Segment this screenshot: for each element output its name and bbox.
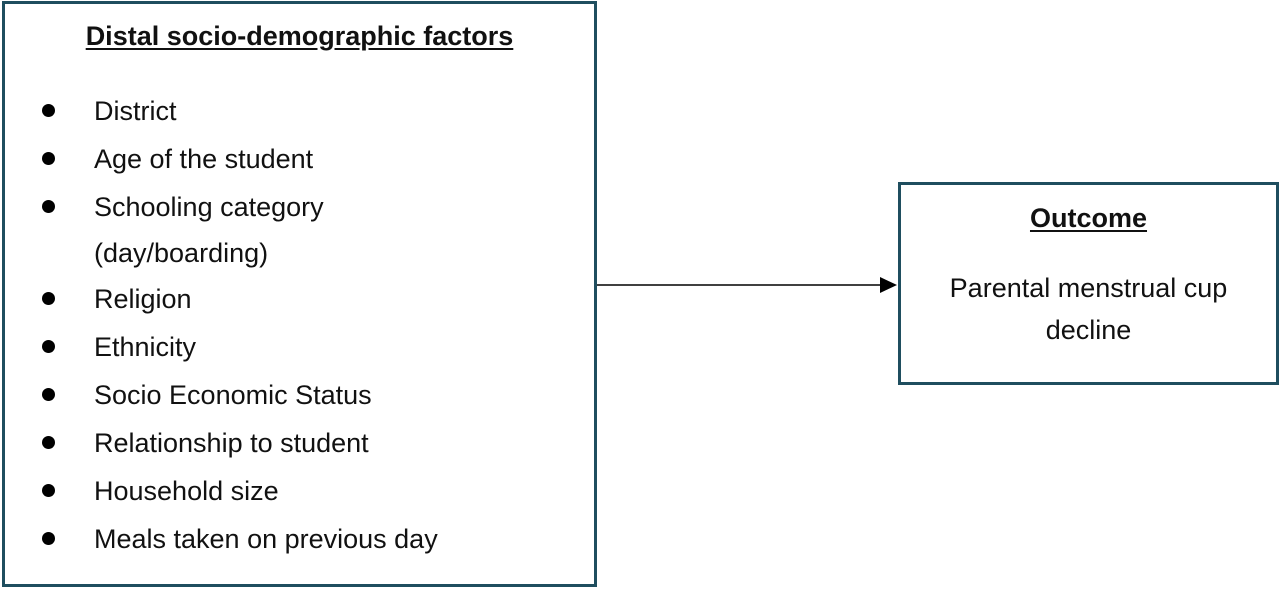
factor-label: Relationship to student: [94, 428, 369, 458]
factor-label: Household size: [94, 476, 279, 506]
factor-item-schooling: Schooling category (day/boarding): [5, 183, 594, 275]
factor-label-continued: (day/boarding): [94, 238, 269, 268]
factor-item-religion: Religion: [5, 275, 594, 323]
factor-item-relationship: Relationship to student: [5, 419, 594, 467]
bullet-icon: [42, 484, 55, 497]
bullet-icon: [42, 532, 55, 545]
outcome-text: Parental menstrual cup decline: [901, 267, 1276, 351]
factor-label: Ethnicity: [94, 332, 197, 362]
bullet-icon: [42, 436, 55, 449]
factor-item-ethnicity: Ethnicity: [5, 323, 594, 371]
factor-item-household: Household size: [5, 467, 594, 515]
bullet-icon: [42, 340, 55, 353]
outcome-text-line1: Parental menstrual cup: [949, 273, 1228, 303]
bullet-icon: [42, 104, 55, 117]
outcome-box: Outcome Parental menstrual cup decline: [898, 182, 1279, 385]
bullet-icon: [42, 152, 55, 165]
factor-label: Schooling category: [94, 192, 324, 222]
distal-factors-box: Distal socio-demographic factors Distric…: [2, 1, 597, 587]
bullet-icon: [42, 200, 55, 213]
factor-item-district: District: [5, 87, 594, 135]
outcome-title: Outcome: [1029, 203, 1148, 233]
factor-label: District: [94, 96, 177, 126]
factor-item-meals: Meals taken on previous day: [5, 515, 594, 563]
factor-label: Meals taken on previous day: [94, 524, 438, 554]
outcome-text-line2: decline: [1045, 315, 1132, 345]
distal-factors-title: Distal socio-demographic factors: [85, 21, 514, 51]
bullet-icon: [42, 292, 55, 305]
factor-label: Age of the student: [94, 144, 314, 174]
factor-item-ses: Socio Economic Status: [5, 371, 594, 419]
factor-list: District Age of the student Schooling ca…: [5, 87, 594, 563]
factor-item-age: Age of the student: [5, 135, 594, 183]
factor-label: Religion: [94, 284, 192, 314]
bullet-icon: [42, 388, 55, 401]
arrow-head: [880, 277, 897, 293]
factor-label: Socio Economic Status: [94, 380, 372, 410]
